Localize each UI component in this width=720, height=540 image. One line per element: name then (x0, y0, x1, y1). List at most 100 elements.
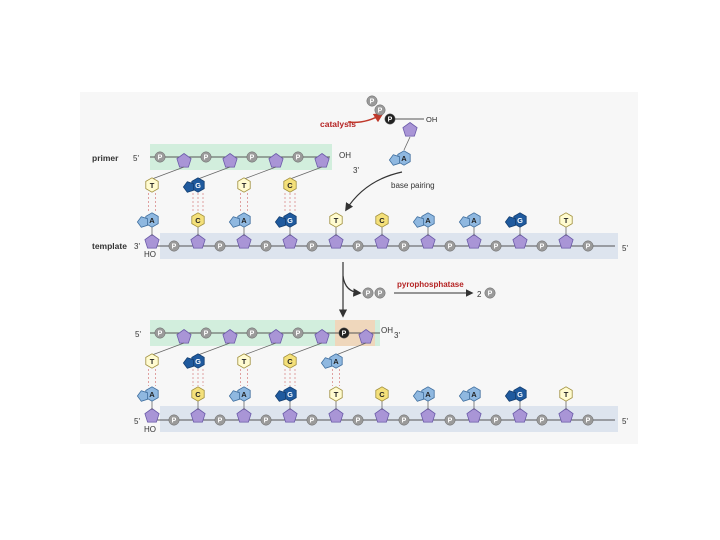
bottom-template-base-5-letter: C (379, 390, 385, 399)
incoming-sugar (402, 122, 418, 137)
bottom-template-base-0-ring (136, 390, 148, 402)
bottom-primer-phosphate-2 (246, 327, 258, 339)
top-primer-stem-1 (197, 166, 231, 180)
top-template-base-2-letter: A (241, 216, 247, 225)
top-primer-base-1-ring (182, 181, 194, 193)
top-primer-base-0-letter: T (150, 181, 155, 190)
template-label: template (92, 241, 127, 251)
primer-oh-label: OH (339, 151, 351, 160)
top-template-sugar-6 (420, 234, 436, 249)
top-primer-stem-2 (243, 166, 277, 180)
bottom-template-base-3 (283, 386, 297, 402)
bottom-template-ho-label: HO (144, 425, 156, 434)
top-template-base-2 (237, 212, 251, 228)
top-template-sugar-0 (144, 234, 160, 249)
two-label: 2 (477, 290, 482, 299)
bottom-new-base (329, 353, 343, 369)
base-pairing-arrow (345, 171, 403, 212)
top-template-phosphate-2-label: P (264, 244, 269, 251)
pyrophosphate-1-label: P (366, 291, 371, 298)
bottom-template-base-7-ring (458, 390, 470, 402)
top-template-base-4-letter: T (334, 216, 339, 225)
bottom-primer-base-3 (283, 353, 297, 369)
primer-3prime-label: 3' (353, 166, 359, 175)
primer-5prime-label: 5' (133, 154, 139, 163)
bottom-template-sugar-7 (466, 408, 482, 423)
primer-label: primer (92, 153, 119, 163)
bottom-template-phosphate-4 (352, 414, 364, 426)
top-template-base-9 (559, 212, 573, 228)
bottom-template-phosphate-5-label: P (402, 418, 407, 425)
top-primer-phosphate-1 (200, 151, 212, 163)
free-phosphate-label: P (488, 291, 493, 298)
bottom-template-phosphate-4-label: P (356, 418, 361, 425)
top-template-phosphate-8-label: P (540, 244, 545, 251)
top-template-base-5 (375, 212, 389, 228)
bottom-primer-base-3-letter: C (287, 357, 293, 366)
top-template-phosphate-8 (536, 240, 548, 252)
top-primer-base-2-letter: T (242, 181, 247, 190)
bottom-template-base-7 (467, 386, 481, 402)
bottom-3prime-label: 3' (394, 331, 400, 340)
top-template-sugar-5 (374, 234, 390, 249)
bottom-template-base-0-letter: A (149, 390, 155, 399)
bottom-template-phosphate-3 (306, 414, 318, 426)
top-template-sugar-1 (190, 234, 206, 249)
top-template-base-8-ring (504, 216, 516, 228)
bottom-template-base-3-ring (274, 390, 286, 402)
bottom-template-phosphate-7-label: P (494, 418, 499, 425)
top-template-phosphate-2 (260, 240, 272, 252)
bottom-primer-phosphate-2-label: P (250, 331, 255, 338)
bottom-primer-stem-0 (151, 342, 185, 356)
top-template-base-0-ring (136, 216, 148, 228)
bottom-primer-base-2 (237, 353, 251, 369)
template-3prime-label: 3' (134, 242, 140, 251)
bottom-primer-base-1 (191, 353, 205, 369)
bottom-primer-phosphate-0-label: P (158, 331, 163, 338)
incoming-base-ring (388, 154, 400, 166)
bottom-template-phosphate-2-label: P (264, 418, 269, 425)
bottom-template-sugar-1 (190, 408, 206, 423)
top-template-base-0 (145, 212, 159, 228)
top-template-phosphate-3-label: P (310, 244, 315, 251)
base-pairing-label: base pairing (391, 181, 435, 190)
incoming-phosphate-alpha-label: P (388, 117, 393, 124)
top-template-base-6-letter: A (425, 216, 431, 225)
top-template-base-7-letter: A (471, 216, 477, 225)
template-band-bottom (160, 406, 618, 432)
bottom-template-sugar-9 (558, 408, 574, 423)
top-template-phosphate-7 (490, 240, 502, 252)
top-primer-phosphate-2-label: P (250, 155, 255, 162)
arrows (338, 112, 474, 318)
bottom-template-phosphate-2 (260, 414, 272, 426)
top-template-base-2-ring (228, 216, 240, 228)
bottom-template-base-2-letter: A (241, 390, 247, 399)
bottom-template-base-4-letter: T (334, 390, 339, 399)
bottom-new-stem (335, 342, 367, 356)
bottom-template-base-6-letter: A (425, 390, 431, 399)
top-template-base-3 (283, 212, 297, 228)
bottom-template-base-6-ring (412, 390, 424, 402)
top-template-base-1-letter: C (195, 216, 201, 225)
bottom-template-phosphate-1-label: P (218, 418, 223, 425)
top-template-base-8-letter: G (517, 216, 523, 225)
top-template-base-4 (329, 212, 343, 228)
top-primer-phosphate-1-label: P (204, 155, 209, 162)
top-template-base-6 (421, 212, 435, 228)
bottom-template-sugar-4 (328, 408, 344, 423)
catalysis-label: catalysis (320, 119, 356, 129)
bottom-template-phosphate-1 (214, 414, 226, 426)
top-template-base-3-ring (274, 216, 286, 228)
top-primer-phosphate-0 (154, 151, 166, 163)
bottom-template-phosphate-9-label: P (586, 418, 591, 425)
bottom-primer-base-0 (145, 353, 159, 369)
bottom-primer-phosphate-1 (200, 327, 212, 339)
top-template-phosphate-9-label: P (586, 244, 591, 251)
bottom-template-5prime-label: 5' (134, 417, 140, 426)
bottom-template-base-6 (421, 386, 435, 402)
bottom-template-base-8-letter: G (517, 390, 523, 399)
pyrophosphate-2-label: P (378, 291, 383, 298)
bottom-new-phosphate-label: P (342, 331, 347, 338)
